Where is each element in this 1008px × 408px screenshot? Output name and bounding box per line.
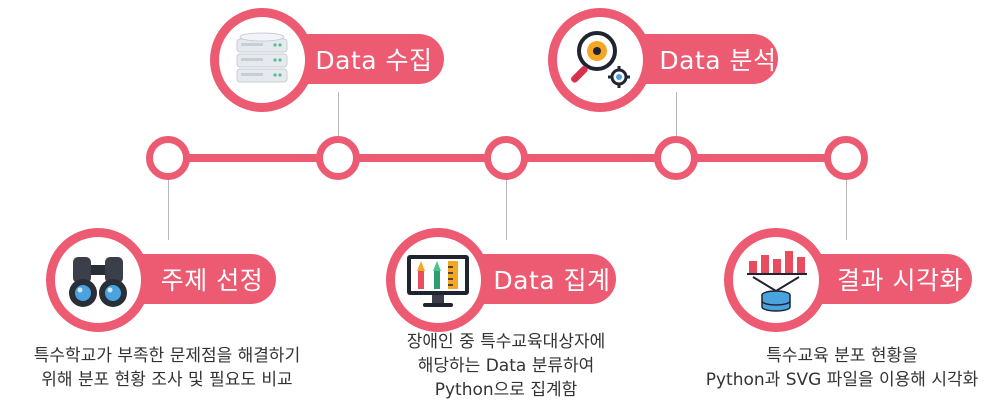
stage-2-icon-badge	[210, 8, 314, 112]
timeline-node-4	[654, 136, 698, 180]
stage-5-caption-line-2: Python과 SVG 파일을 이용해 시각화	[705, 370, 979, 390]
stage-3-caption-line-3: Python으로 집계함	[434, 380, 578, 400]
stage-5-caption-line-1: 특수교육 분포 현황을	[766, 346, 918, 366]
magnifier-gears-icon	[571, 31, 630, 88]
stage-4-icon-badge	[548, 8, 652, 112]
connector-stage-3	[506, 170, 507, 240]
timeline-node-1	[146, 136, 190, 180]
connector-stage-1	[168, 170, 169, 240]
stage-5-icon-badge	[724, 228, 828, 332]
stage-3-caption-line-1: 장애인 중 특수교육대상자에	[406, 332, 606, 352]
chart-database-icon	[747, 251, 807, 312]
binoculars-icon	[69, 257, 127, 307]
design-tools-monitor-icon	[407, 255, 469, 307]
stage-1-caption: 특수학교가 부족한 문제점을 해결하기 위해 분포 현황 조사 및 필요도 비교	[0, 344, 334, 392]
timeline-node-5	[824, 136, 868, 180]
connector-stage-2	[338, 92, 339, 144]
stage-5-caption: 특수교육 분포 현황을 Python과 SVG 파일을 이용해 시각화	[680, 344, 1004, 392]
stage-1-caption-line-1: 특수학교가 부족한 문제점을 해결하기	[33, 346, 301, 366]
stage-3-caption-line-2: 해당하는 Data 분류하여	[417, 356, 595, 376]
stage-1-caption-line-2: 위해 분포 현황 조사 및 필요도 비교	[41, 370, 293, 390]
stage-1-icon-badge	[46, 228, 150, 332]
connector-stage-4	[676, 92, 677, 144]
timeline-node-2	[316, 136, 360, 180]
server-icon	[236, 32, 288, 83]
stage-3-caption: 장애인 중 특수교육대상자에 해당하는 Data 분류하여 Python으로 집…	[356, 330, 656, 402]
stage-3-icon-badge	[386, 228, 490, 332]
timeline-node-3	[484, 136, 528, 180]
connector-stage-5	[846, 170, 847, 240]
